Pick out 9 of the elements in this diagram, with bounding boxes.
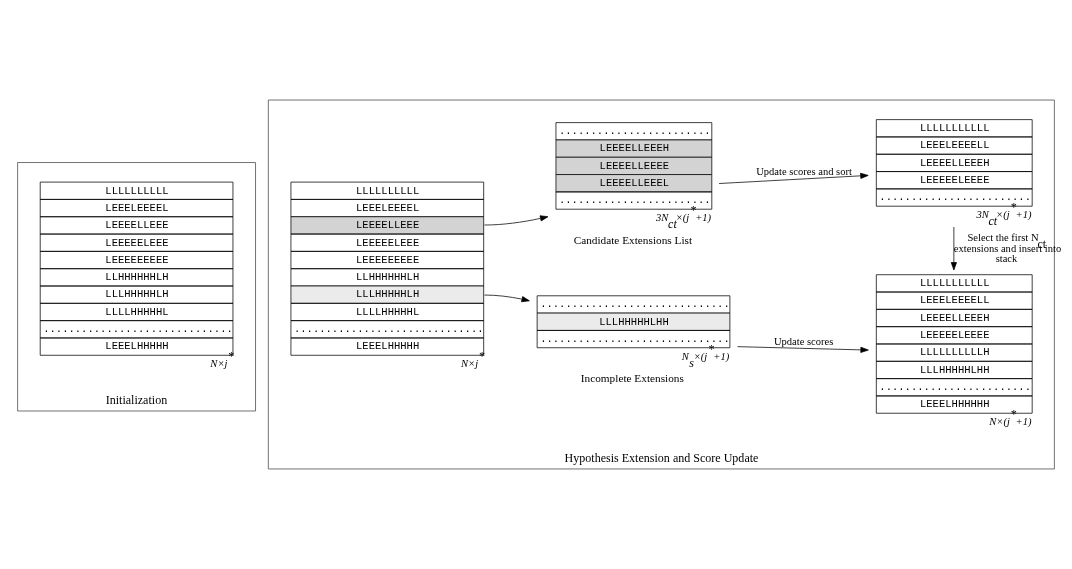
arrow xyxy=(484,215,549,226)
edge-label: Update scores and sort xyxy=(756,165,852,177)
edge-label: Update scores xyxy=(773,335,834,347)
node-label: Incomplete Extensions xyxy=(580,372,684,385)
arrow xyxy=(484,294,530,303)
arrow xyxy=(718,172,869,184)
arrow xyxy=(950,226,957,271)
node-label: Candidate Extensions List xyxy=(573,233,693,246)
arrow xyxy=(737,346,869,353)
